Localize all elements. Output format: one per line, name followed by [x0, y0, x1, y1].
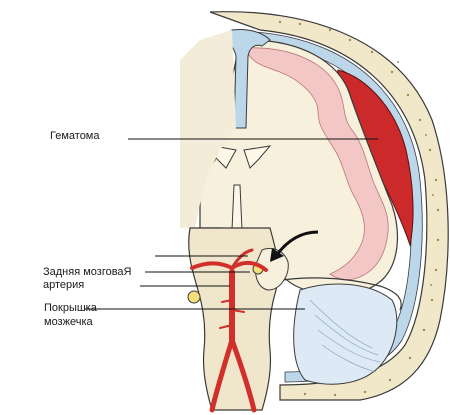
cerebellum-folia	[309, 299, 381, 373]
vertebral-right	[229, 337, 257, 413]
skull-bone	[209, 11, 449, 401]
label-hematoma: Гематома	[50, 130, 100, 142]
label-tegmentum-line2: мозжечка	[44, 316, 93, 328]
uncus	[255, 248, 289, 291]
label-posterior-cerebral-artery-line1: Задняя мозговаЯ	[43, 266, 132, 278]
tentorium	[271, 277, 402, 311]
label-posterior-cerebral-artery-line2: артерия	[43, 279, 85, 291]
left-hemisphere-faint	[180, 30, 236, 228]
curved-arrow-icon	[270, 230, 319, 262]
pontine-branch-1	[221, 299, 233, 303]
cortex-gyri	[244, 47, 389, 280]
pontine-branch-3	[219, 324, 233, 329]
third-ventricle	[231, 184, 243, 231]
posterior-cerebral-artery-right	[230, 261, 268, 272]
ventricle-right	[243, 145, 272, 169]
nerve-left	[187, 290, 201, 304]
label-tegmentum-line1: Покрышка	[44, 302, 97, 314]
posterior-cerebral-artery-left	[190, 261, 234, 270]
vertebral-left	[209, 337, 235, 413]
skull-texture	[278, 20, 440, 397]
arteries	[190, 248, 268, 413]
pontine-branch-2	[231, 309, 245, 313]
